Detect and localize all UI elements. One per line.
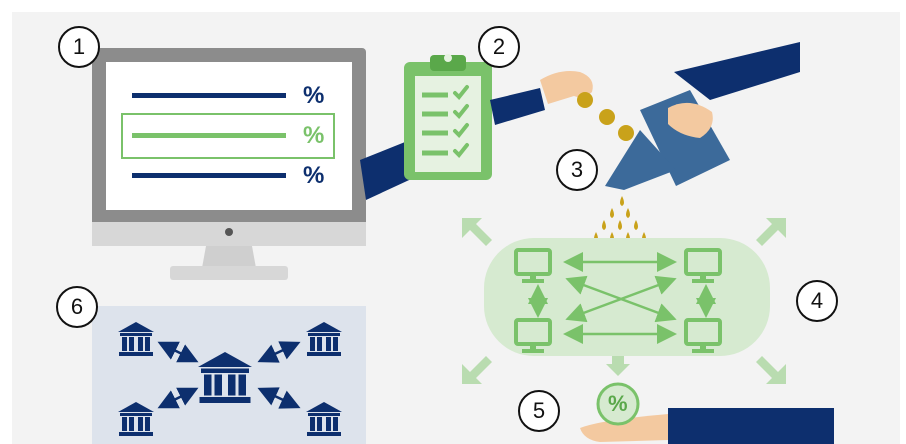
step-badge-4: 4 [796, 280, 838, 322]
coin-percent-label: % [608, 391, 628, 416]
computer-network-icon [462, 218, 786, 384]
watering-can-icon [605, 42, 800, 190]
coin-icon [577, 92, 634, 141]
bank-network-panel [92, 306, 366, 444]
step-badge-1: 1 [58, 26, 100, 68]
coin-icon [596, 382, 640, 426]
drops-icon [594, 196, 646, 242]
step-badge-2: 2 [478, 26, 520, 68]
hand-icon [580, 408, 834, 444]
step-badge-5: 5 [518, 390, 560, 432]
step-badge-6: 6 [56, 286, 98, 328]
percent-label-1: % [303, 82, 325, 109]
monitor-icon [92, 48, 366, 280]
step-badge-3: 3 [556, 149, 598, 191]
percent-label-2: % [303, 122, 325, 149]
percent-label-3: % [303, 162, 325, 189]
right-arm-icon [490, 88, 545, 125]
clipboard-checklist-icon [404, 54, 492, 180]
